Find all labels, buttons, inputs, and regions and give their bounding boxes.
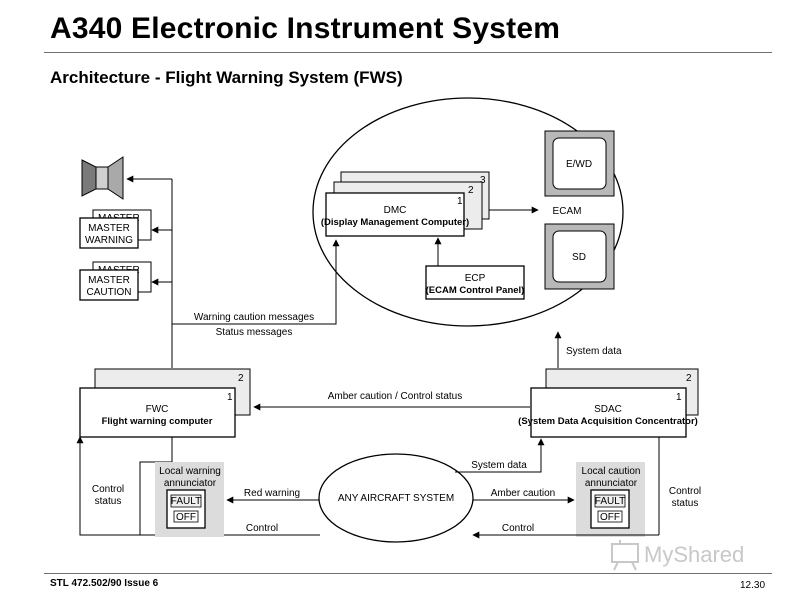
ecam-label: ECAM — [553, 206, 582, 217]
control-left-line — [76, 436, 320, 536]
messages-line2: Status messages — [216, 327, 293, 338]
right-control-status-line2: status — [672, 498, 699, 509]
sd-display: SD — [544, 223, 615, 290]
footer-rule — [44, 573, 772, 574]
sd-label: SD — [572, 252, 586, 263]
fwc-subtitle: Flight warning computer — [102, 416, 213, 427]
local-warning-off: OFF — [176, 512, 196, 523]
speaker-icon — [81, 156, 124, 200]
fwc-title: FWC — [146, 404, 169, 415]
local-warning-line1: Local warning — [159, 466, 221, 477]
dmc-subtitle: (Display Management Computer) — [321, 217, 469, 228]
system-data-top: System data — [566, 346, 622, 357]
sdac-box: 2 1 SDAC (System Data Acquisition Concen… — [518, 368, 699, 438]
presentation-board-icon — [611, 543, 639, 563]
dmc-stack: 3 2 1 DMC (Display Management Computer) — [321, 171, 490, 237]
master-caution-line1: MASTER — [88, 275, 130, 286]
aircraft-system-label: ANY AIRCRAFT SYSTEM — [338, 493, 454, 504]
sdac-title: SDAC — [594, 404, 622, 415]
local-warning-line2: annunciator — [164, 478, 217, 489]
fwc-front-number: 1 — [227, 392, 233, 403]
right-control-status-line1: Control — [669, 486, 701, 497]
doc-reference: STL 472.502/90 Issue 6 — [50, 578, 159, 589]
master-warning-light: MASTER MASTER WARNING — [79, 209, 152, 249]
sdac-front-number: 1 — [676, 392, 682, 403]
ewd-display: E/WD — [544, 130, 615, 197]
dmc-3-number: 3 — [480, 175, 486, 186]
master-caution-light: MASTER MASTER CAUTION — [79, 261, 152, 301]
sdac-back-number: 2 — [686, 373, 692, 384]
aircraft-system-ellipse — [318, 453, 474, 543]
control-right-label: Control — [502, 523, 534, 534]
amber-control-label: Amber caution / Control status — [328, 391, 463, 402]
master-warning-line2: WARNING — [85, 235, 133, 246]
amber-caution-label: Amber caution — [491, 488, 555, 499]
ecam-ellipse — [312, 97, 624, 327]
page-number: 12.30 — [740, 580, 766, 591]
watermark-logo: MyShared — [611, 540, 744, 571]
local-caution-line2: annunciator — [585, 478, 638, 489]
local-warning-annunciator: Local warning annunciator FAULT OFF — [155, 462, 224, 537]
page-title: A340 Electronic Instrument System — [50, 12, 561, 45]
master-caution-line2: CAUTION — [87, 287, 132, 298]
system-data-bottom: System data — [471, 460, 527, 471]
header-rule — [44, 52, 772, 53]
local-caution-fault: FAULT — [595, 496, 625, 507]
local-caution-annunciator: Local caution annunciator FAULT OFF — [576, 462, 645, 537]
red-warning-label: Red warning — [244, 488, 300, 499]
ewd-label: E/WD — [566, 159, 592, 170]
left-control-status-line1: Control — [92, 484, 124, 495]
messages-to-dmc-arrow — [172, 239, 340, 325]
sdac-subtitle: (System Data Acquisition Concentrator) — [518, 416, 698, 427]
messages-line1: Warning caution messages — [194, 312, 314, 323]
left-control-status-line2: status — [95, 496, 122, 507]
system-data-to-sdac — [455, 438, 545, 473]
dmc-title: DMC — [384, 205, 407, 216]
dmc-2-number: 2 — [468, 185, 474, 196]
watermark-text: MyShared — [644, 542, 744, 567]
master-warning-line1: MASTER — [88, 223, 130, 234]
local-caution-line1: Local caution — [582, 466, 641, 477]
dmc-1-box — [325, 192, 465, 237]
local-warning-fault: FAULT — [171, 496, 201, 507]
ecp-subtitle: (ECAM Control Panel) — [426, 285, 525, 296]
ecp-box: ECP (ECAM Control Panel) — [425, 265, 525, 300]
fwc-box: 2 1 FWC Flight warning computer — [79, 368, 251, 438]
dmc-1-number: 1 — [457, 196, 463, 207]
control-left-label: Control — [246, 523, 278, 534]
local-caution-off: OFF — [600, 512, 620, 523]
page-subtitle: Architecture - Flight Warning System (FW… — [50, 68, 403, 87]
fwc-back-number: 2 — [238, 373, 244, 384]
ecp-title: ECP — [465, 273, 486, 284]
